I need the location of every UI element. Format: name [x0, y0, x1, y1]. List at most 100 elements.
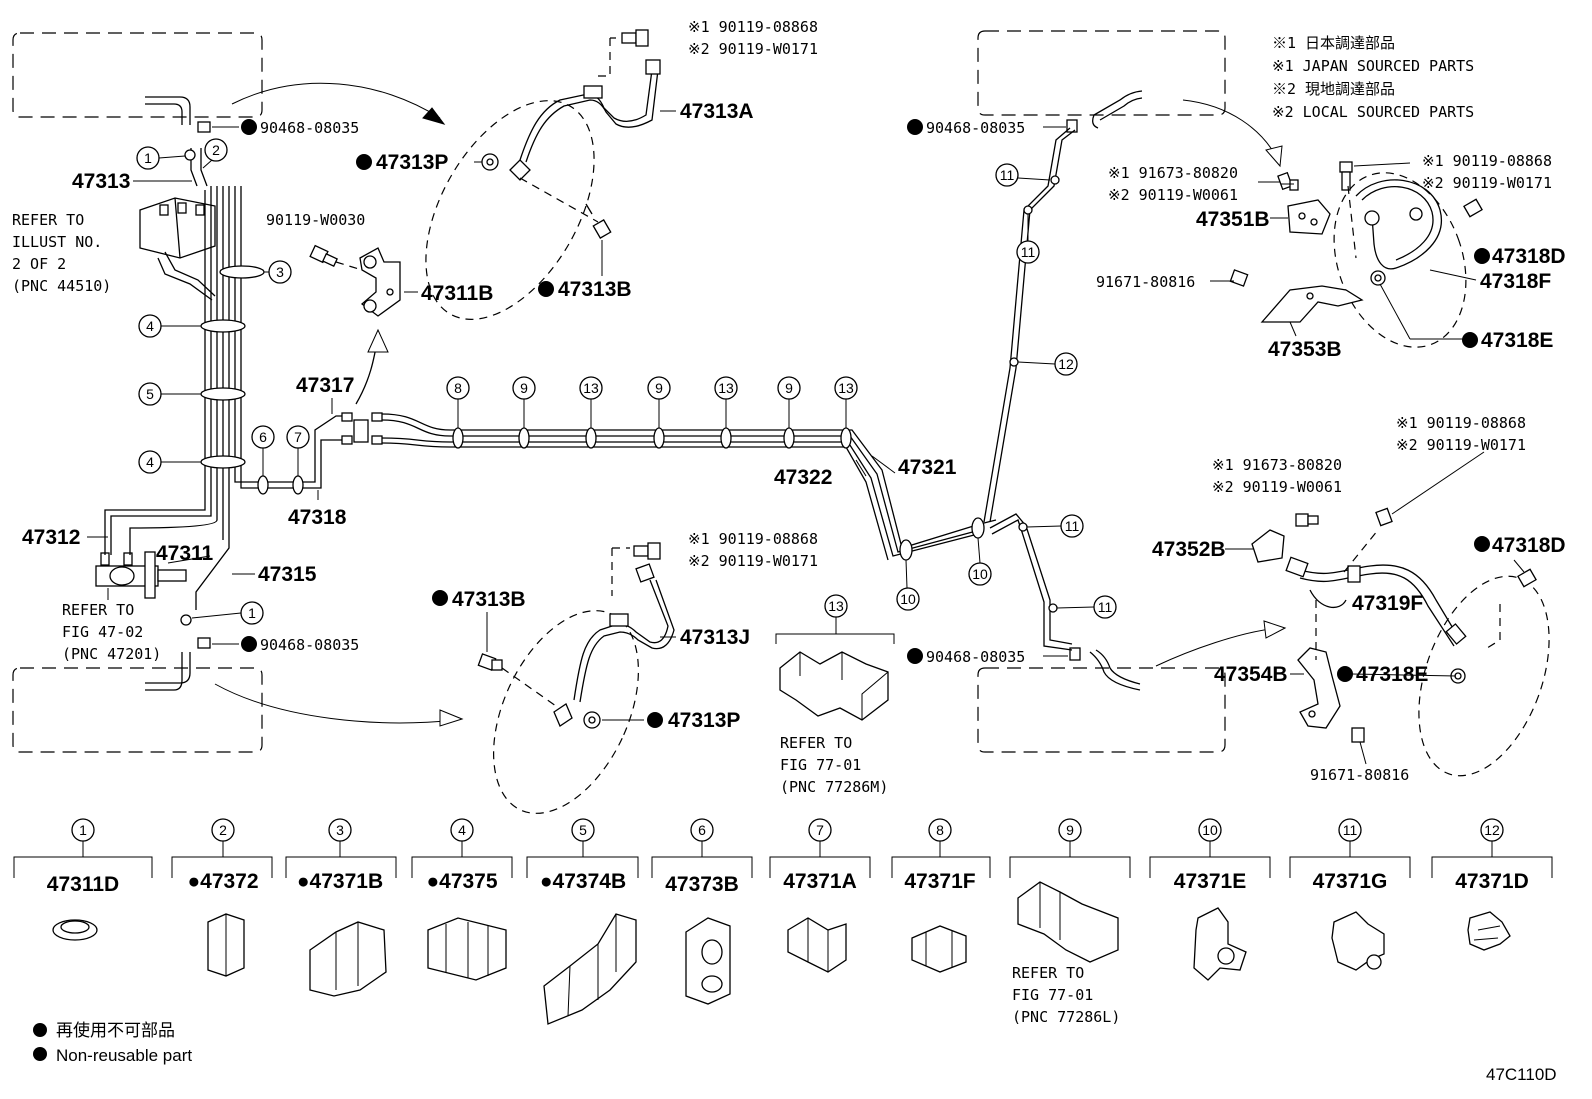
hose-stub [145, 96, 191, 125]
svg-text:47373B: 47373B [665, 873, 739, 896]
clamp-item-12: 12 47371D [1431, 818, 1553, 951]
svg-text:47371A: 47371A [783, 870, 857, 893]
callout-6: 6 [251, 425, 275, 476]
bracket-47352B [1251, 529, 1285, 563]
clamp-11 [1018, 522, 1028, 532]
svg-text:6: 6 [259, 429, 267, 445]
clamp-10 [971, 517, 985, 539]
bracket-47354B [1297, 647, 1341, 729]
svg-text:5: 5 [579, 822, 587, 838]
svg-text:11: 11 [1065, 518, 1080, 534]
non-reusable-dot-icon [538, 281, 554, 297]
bolt-icon [633, 542, 661, 560]
svg-text:4: 4 [458, 822, 466, 838]
note-2-en: ※2 LOCAL SOURCED PARTS [1272, 103, 1474, 121]
callout-11: 11 [995, 163, 1051, 187]
svg-text:(PNC 77286L): (PNC 77286L) [1012, 1008, 1120, 1026]
svg-text:10: 10 [972, 566, 988, 582]
clamp-13 [720, 427, 732, 449]
hose-stub [1099, 97, 1143, 121]
label-47311B: 47311B [421, 282, 493, 305]
hose-47319F [1285, 556, 1467, 647]
clamp-9 [518, 427, 530, 449]
leader-dashed [519, 177, 599, 223]
non-reusable-dot-icon [241, 636, 257, 652]
abs-actuator [139, 197, 216, 301]
label-47322: 47322 [774, 466, 832, 489]
label-47352B: 47352B [1152, 538, 1226, 561]
svg-text:11: 11 [1343, 822, 1358, 838]
leader-dashed [594, 37, 616, 77]
non-reusable-dot-icon [432, 590, 448, 606]
legend-en: Non-reusable part [56, 1046, 192, 1065]
clamp-9 [783, 427, 795, 449]
label-47313B: 47313B [558, 278, 632, 301]
label-fr-s2: ※2 90119-W0171 [1422, 174, 1552, 192]
grommet [180, 614, 192, 626]
label-47311: 47311 [156, 542, 214, 565]
svg-text:12: 12 [1484, 822, 1500, 838]
arrowhead-icon [1263, 620, 1287, 639]
svg-text:13: 13 [718, 380, 734, 396]
bolt-icon [1517, 568, 1537, 588]
bolt-icon [309, 244, 338, 268]
callout-12: 12 [1017, 352, 1078, 376]
label-91671-80816: 91671-80816 [1096, 273, 1195, 291]
ref-illust-line3: 2 OF 2 [12, 255, 66, 273]
label-rr-b1: ※1 91673-80820 [1212, 456, 1342, 474]
clamp-item-1: 1 47311D [13, 818, 153, 941]
clamp-item-11: 11 47371G [1289, 818, 1411, 971]
clip-icon [1069, 647, 1081, 661]
flow-arrow-rear-left [214, 683, 456, 724]
non-reusable-dot-icon [1474, 248, 1490, 264]
tube-rear-right [991, 519, 1073, 651]
leader-dashed [1315, 529, 1501, 660]
junction-47317 [341, 412, 383, 445]
svg-text:9: 9 [520, 380, 528, 396]
hose-stub [1089, 651, 1141, 691]
svg-text:47371D: 47371D [1455, 870, 1529, 893]
label-47318F: 47318F [1480, 270, 1551, 293]
clip-icon [197, 121, 211, 133]
legend-jp: 再使用不可部品 [56, 1020, 175, 1040]
svg-text:REFER TO: REFER TO [1012, 964, 1084, 982]
figure-code: 47C110D [1486, 1065, 1557, 1084]
arrowhead-icon [367, 328, 389, 353]
label-rr-s1: ※1 90119-08868 [1396, 414, 1526, 432]
svg-text:9: 9 [655, 380, 663, 396]
ref-illust-line2: ILLUST NO. [12, 233, 102, 251]
hose-47313A [509, 59, 661, 181]
callout-1b: 1 [191, 601, 264, 625]
bolt-icon [1351, 727, 1365, 743]
label-47312: 47312 [22, 526, 80, 549]
clamp-12 [1009, 357, 1019, 367]
callout-9b: 9 [647, 376, 671, 428]
label-47318: 47318 [288, 506, 347, 529]
clamp-3 [219, 265, 265, 279]
non-reusable-dot-icon [907, 119, 923, 135]
svg-text:5: 5 [146, 386, 154, 402]
union-bolt-icon [1370, 270, 1386, 286]
clamp-7 [292, 475, 304, 495]
svg-text:47371E: 47371E [1174, 870, 1246, 893]
leader-dashed [501, 667, 557, 707]
clamp-item-4: 4 ●47375 [411, 818, 513, 981]
label-fr-b1: ※1 91673-80820 [1108, 164, 1238, 182]
label-91671-80816: 91671-80816 [1310, 766, 1409, 784]
hose-stub [145, 652, 191, 684]
non-reusable-dot-icon [907, 648, 923, 664]
non-reusable-dot-icon [33, 1023, 47, 1037]
detail-ellipse [1333, 172, 1467, 348]
label-47315: 47315 [258, 563, 317, 586]
callout-11b: 11 [1016, 214, 1040, 264]
bracket-47311B [359, 247, 401, 317]
label-47313J: 47313J [680, 626, 750, 649]
label-47313P: 47313P [376, 151, 448, 174]
bolt-icon [1375, 507, 1393, 527]
arrowhead-icon [439, 709, 464, 727]
label-fl-s1: ※1 90119-08868 [688, 18, 818, 36]
svg-text:10: 10 [1202, 822, 1218, 838]
bolt-icon [477, 653, 503, 671]
hose-47313J [553, 563, 675, 727]
